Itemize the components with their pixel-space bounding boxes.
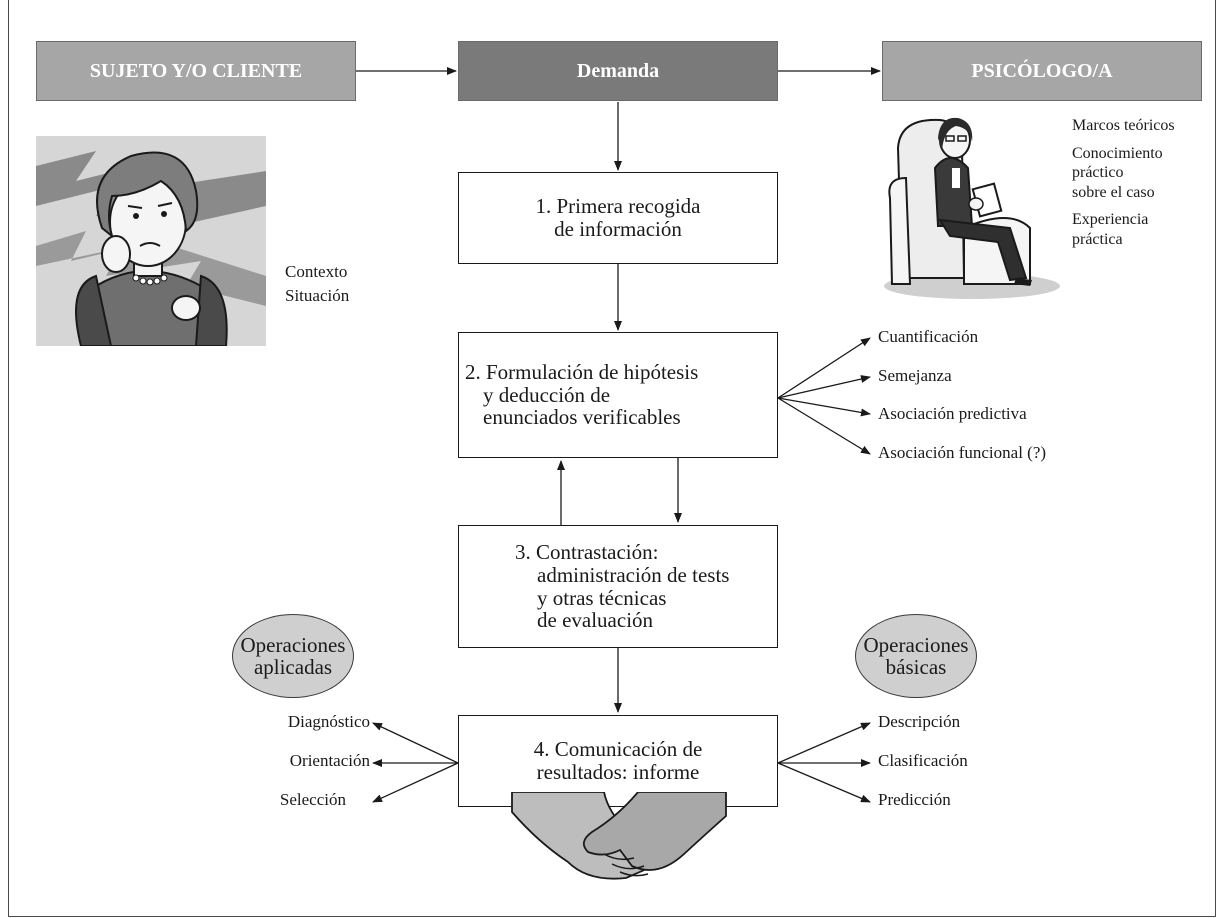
step1-box: 1. Primera recogida de información <box>458 172 778 264</box>
client-context-item: Situación <box>285 286 350 306</box>
diagram-frame <box>8 0 1216 917</box>
step4-box: 4. Comunicación de resultados: informe <box>458 715 778 807</box>
step1-line: de información <box>554 217 682 241</box>
basic-operations-title: Operaciones <box>863 632 969 657</box>
psychologist-in-armchair-illustration <box>884 117 1060 299</box>
arrow-to-descripcion <box>777 722 871 764</box>
header-psychologist: PSICÓLOGO/A <box>882 41 1202 101</box>
resource-item: práctico <box>1072 164 1124 182</box>
applied-operations-title: aplicadas <box>253 655 333 679</box>
arrow-to-semejanza <box>777 375 871 399</box>
step3-line: 3. Contrastación: <box>515 540 659 565</box>
arrow-to-seleccion <box>372 762 459 803</box>
header-demand: Demanda <box>458 41 778 101</box>
header-client-label: SUJETO Y/O CLIENTE <box>89 59 303 82</box>
arrow-to-prediccion <box>777 762 871 803</box>
basic-operations-title: básicas <box>885 655 947 679</box>
resource-item: Experiencia <box>1072 211 1149 229</box>
applied-operations-title: Operaciones <box>240 632 346 657</box>
resource-item: sobre el caso <box>1072 183 1155 201</box>
arrow-to-cuantificacion <box>777 337 871 399</box>
step2-line: enunciados verificables <box>483 405 681 430</box>
applied-operation-item: Orientación <box>289 751 370 770</box>
basic-operation-item: Descripción <box>878 712 961 731</box>
client-context-item: Contexto <box>285 262 348 281</box>
applied-operations-oval: Operaciones aplicadas <box>232 614 354 698</box>
resource-item: Conocimiento <box>1072 144 1163 162</box>
applied-operation-item: Selección <box>279 790 346 809</box>
step4-line: resultados: informe <box>536 760 700 784</box>
applied-operation-item: Diagnóstico <box>287 712 370 731</box>
step2-line: 2. Formulación de hipótesis <box>465 359 699 384</box>
arrow-to-diagnostico <box>372 722 459 764</box>
step1-line: 1. Primera recogida <box>535 194 701 219</box>
hypothesis-type-label: Asociación funcional (?) <box>878 443 1047 462</box>
basic-operation-item: Clasificación <box>878 751 968 770</box>
step3-box: 3. Contrastación: administración de test… <box>458 525 778 648</box>
arrow-to-asociacion-funcional <box>777 397 871 455</box>
resource-item: Marcos teóricos <box>1072 117 1175 134</box>
step2-line: y deducción de <box>483 382 611 407</box>
header-psychologist-label: PSICÓLOGO/A <box>971 59 1113 82</box>
handshake-illustration <box>511 792 727 880</box>
hypothesis-type-label: Asociación predictiva <box>878 404 1027 423</box>
header-client: SUJETO Y/O CLIENTE <box>36 41 356 101</box>
client-context-list: Contexto Situación <box>285 262 349 307</box>
hypothesis-type-label: Cuantificación <box>878 327 979 346</box>
psychologist-resources-list: Marcos teóricos Conocimiento práctico so… <box>1072 116 1175 249</box>
step3-line: y otras técnicas <box>537 585 667 610</box>
step3-line: de evaluación <box>537 608 654 633</box>
step2-box: 2. Formulación de hipótesis y deducción … <box>458 332 778 458</box>
basic-operation-item: Predicción <box>878 790 951 809</box>
worried-woman-illustration <box>36 136 266 346</box>
step3-line: administración de tests <box>537 562 730 587</box>
resource-item: práctica <box>1072 230 1123 248</box>
arrow-to-asociacion-predictiva <box>777 397 871 417</box>
step4-line: 4. Comunicación de <box>533 737 703 762</box>
hypothesis-type-label: Semejanza <box>878 366 952 385</box>
basic-operations-oval: Operaciones básicas <box>855 614 977 698</box>
header-demand-label: Demanda <box>576 59 660 82</box>
